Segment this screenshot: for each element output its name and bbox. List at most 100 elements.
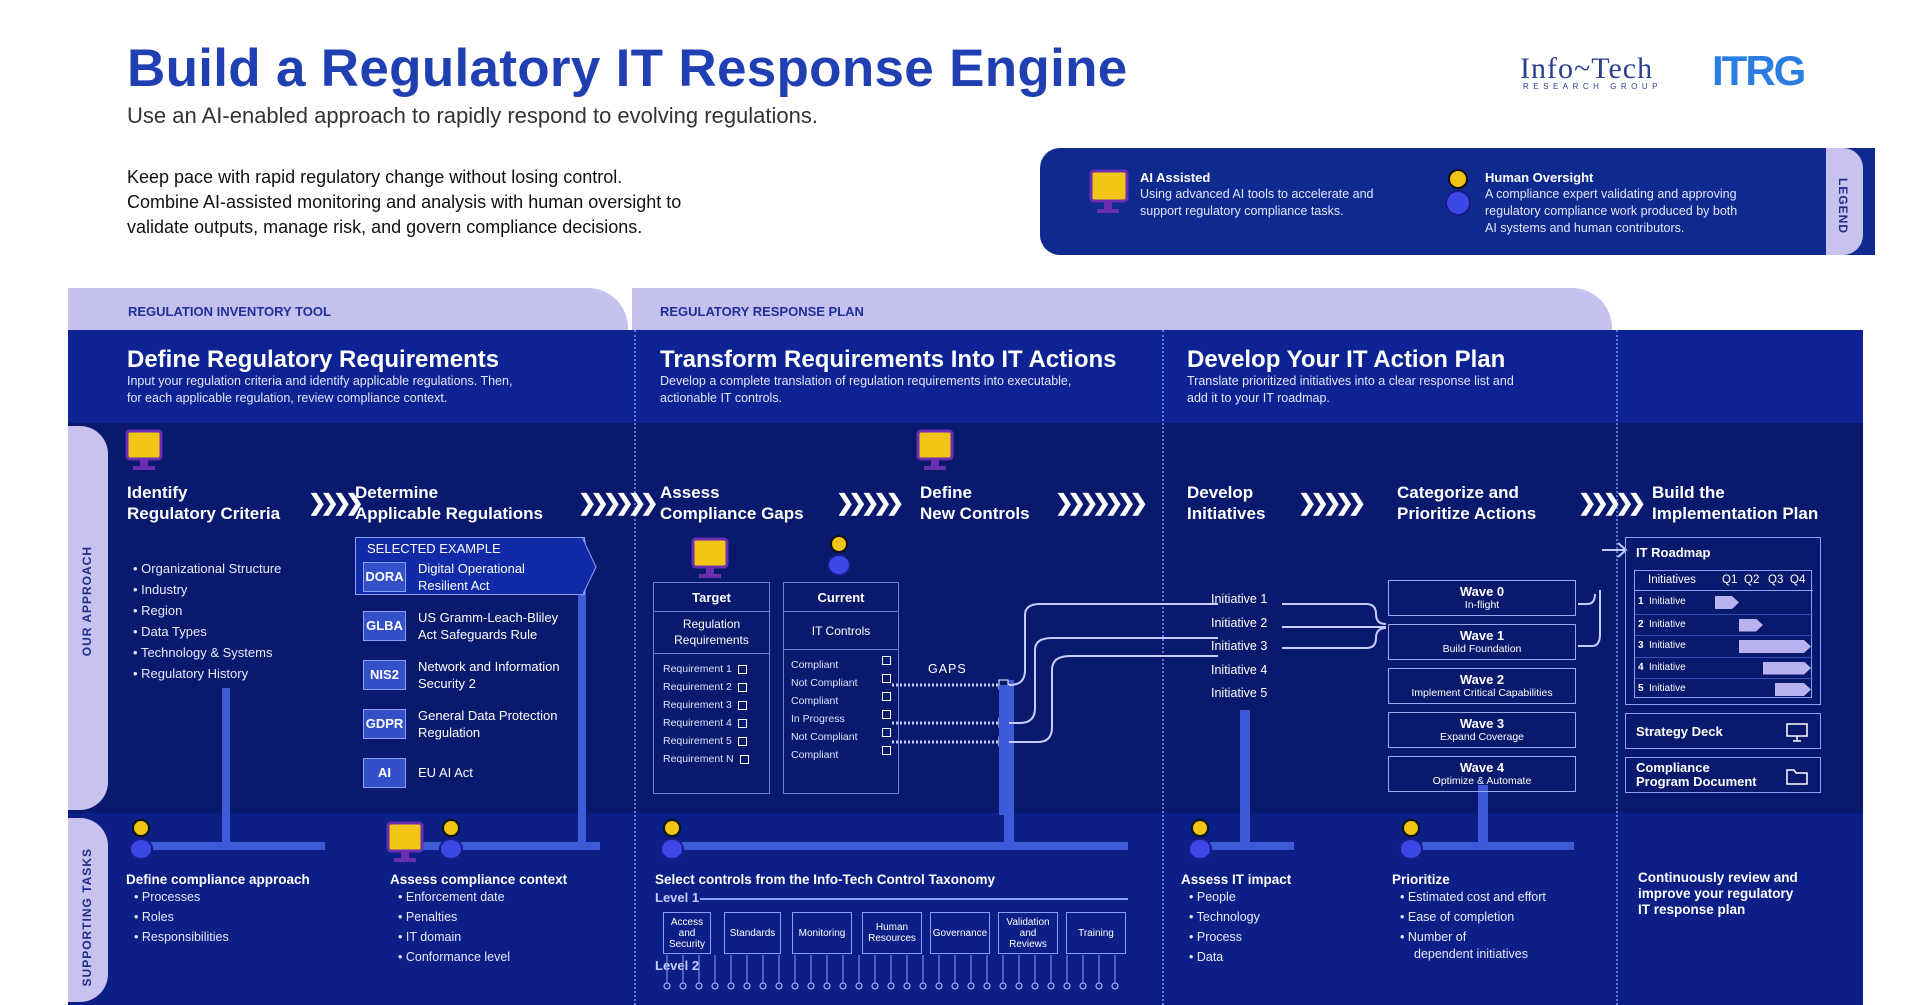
- arrow-right-icon: [1602, 542, 1628, 558]
- support-select-title: Select controls from the Info-Tech Contr…: [655, 872, 996, 887]
- phase-band: [68, 330, 1863, 423]
- row-label: Compliant: [791, 659, 839, 671]
- level-2-node: [823, 982, 831, 990]
- support-item: Roles: [141, 910, 174, 924]
- level-2-node: [903, 982, 911, 990]
- phase-3-desc: Translate prioritized initiatives into a…: [1187, 373, 1514, 407]
- list-item: • Roles: [134, 910, 174, 924]
- folder-icon: [1786, 769, 1808, 785]
- checkbox-icon: [882, 656, 891, 665]
- level-2-node: [919, 982, 927, 990]
- row-label: Requirement 3: [663, 699, 732, 711]
- legend-line: regulatory compliance work produced by b…: [1485, 204, 1738, 218]
- strategy-deck-card: Strategy Deck: [1625, 713, 1821, 749]
- connector-line: [1478, 785, 1488, 848]
- criteria-text: Technology & Systems: [140, 645, 273, 660]
- roadmap-row-label: Initiative: [1649, 596, 1686, 607]
- step-line: Implementation Plan: [1652, 504, 1819, 523]
- roadmap-row-num: 5: [1638, 683, 1644, 694]
- table-row: Requirement N: [663, 750, 769, 768]
- list-item: • Data Types: [133, 624, 207, 639]
- roadmap-bar: [1739, 619, 1763, 632]
- roadmap-col-q: Q3: [1768, 574, 1784, 586]
- initiative-item: Initiative 2: [1211, 615, 1268, 630]
- taxonomy-line: Governance: [932, 927, 988, 939]
- flow-line: [1005, 603, 1218, 686]
- person-icon: [1188, 819, 1212, 860]
- support-item: Penalties: [405, 910, 458, 924]
- wave-name: Wave 2: [1459, 672, 1505, 687]
- legend-ai-desc: Using advanced AI tools to accelerate an…: [1140, 186, 1373, 220]
- level-2-node: [695, 982, 703, 990]
- connector-line: [680, 842, 1128, 850]
- person-icon: [439, 819, 463, 860]
- monitor-icon: [125, 429, 163, 470]
- legend-tab-label: LEGEND: [1836, 178, 1850, 235]
- step-line: Determine: [355, 483, 439, 502]
- phase-desc-line: Translate prioritized initiatives into a…: [1187, 374, 1514, 388]
- support-title: Prioritize: [1392, 872, 1450, 887]
- regulation-name-line: Act Safeguards Rule: [418, 627, 538, 642]
- support-item: Number of: [1407, 930, 1467, 944]
- taxonomy-box: Standards: [724, 912, 781, 954]
- level-2-node: [759, 982, 767, 990]
- intro-line: validate outputs, manage risk, and gover…: [127, 217, 643, 237]
- chevron-right-icon: ❯❯❯❯❯: [1578, 490, 1646, 515]
- initiative-item: Initiative 5: [1211, 686, 1268, 700]
- table-row: Compliant: [791, 656, 898, 674]
- regulation-code: GLBA: [363, 611, 406, 641]
- level-2-label: Level 2: [655, 958, 700, 973]
- divider: [1616, 330, 1618, 1005]
- current-rows: Compliant Not Compliant Compliant In Pro…: [784, 649, 898, 764]
- divider: [634, 330, 636, 1005]
- criteria-list: • Organizational Structure • Industry • …: [133, 558, 281, 684]
- roadmap-col-q: Q4: [1790, 574, 1806, 586]
- checkbox-icon: [882, 674, 891, 683]
- flow-line: [1282, 603, 1387, 625]
- selected-example-label: SELECTED EXAMPLE: [367, 541, 501, 556]
- roadmap-row-label: Initiative: [1649, 661, 1686, 673]
- checkbox-icon: [882, 746, 891, 755]
- legend-ai-title: AI Assisted: [1140, 170, 1211, 185]
- wave-desc: In-flight: [1464, 599, 1500, 611]
- support-item: Processes: [141, 890, 201, 904]
- taxonomy-line: Access: [670, 916, 704, 928]
- support-item: Responsibilities: [141, 930, 229, 944]
- level-2-node: [855, 982, 863, 990]
- approach-side-tab: OUR APPROACH: [68, 426, 108, 810]
- taxonomy-line: Standards: [729, 927, 776, 939]
- taxonomy-line: Human: [875, 922, 909, 933]
- checkbox-icon: [739, 754, 749, 764]
- regulation-name-line: Regulation: [418, 725, 481, 740]
- table-row: Not Compliant: [791, 728, 898, 746]
- support-item: Enforcement date: [405, 890, 505, 904]
- step-line: Assess: [660, 483, 720, 502]
- roadmap-header: Initiatives Q1 Q2 Q3 Q4: [1635, 571, 1813, 591]
- roadmap-row-num: 2: [1638, 618, 1644, 630]
- roadmap-col-initiatives: Initiatives: [1648, 574, 1696, 586]
- taxonomy-line: Training: [1078, 927, 1114, 939]
- step-line: Develop: [1187, 483, 1254, 502]
- taxonomy-line: and: [678, 927, 696, 939]
- support-item: Estimated cost and effort: [1407, 890, 1546, 904]
- person-icon: [827, 535, 851, 576]
- taxonomy-box: Governance: [930, 912, 990, 954]
- table-row: Requirement 5: [663, 732, 769, 750]
- review-line: improve your regulatory: [1638, 886, 1794, 901]
- step-line: Regulatory Criteria: [127, 504, 281, 523]
- level-1-label: Level 1: [655, 890, 700, 905]
- initiative-list: Initiative 1 Initiative 2 Initiative 3 I…: [1211, 592, 1267, 710]
- level-2-node: [951, 982, 959, 990]
- taxonomy-line: Monitoring: [798, 927, 846, 939]
- phase-desc-line: actionable IT controls.: [660, 391, 783, 405]
- wave-desc: Build Foundation: [1442, 643, 1522, 655]
- phase-2-title: Transform Requirements Into IT Actions: [660, 346, 1117, 373]
